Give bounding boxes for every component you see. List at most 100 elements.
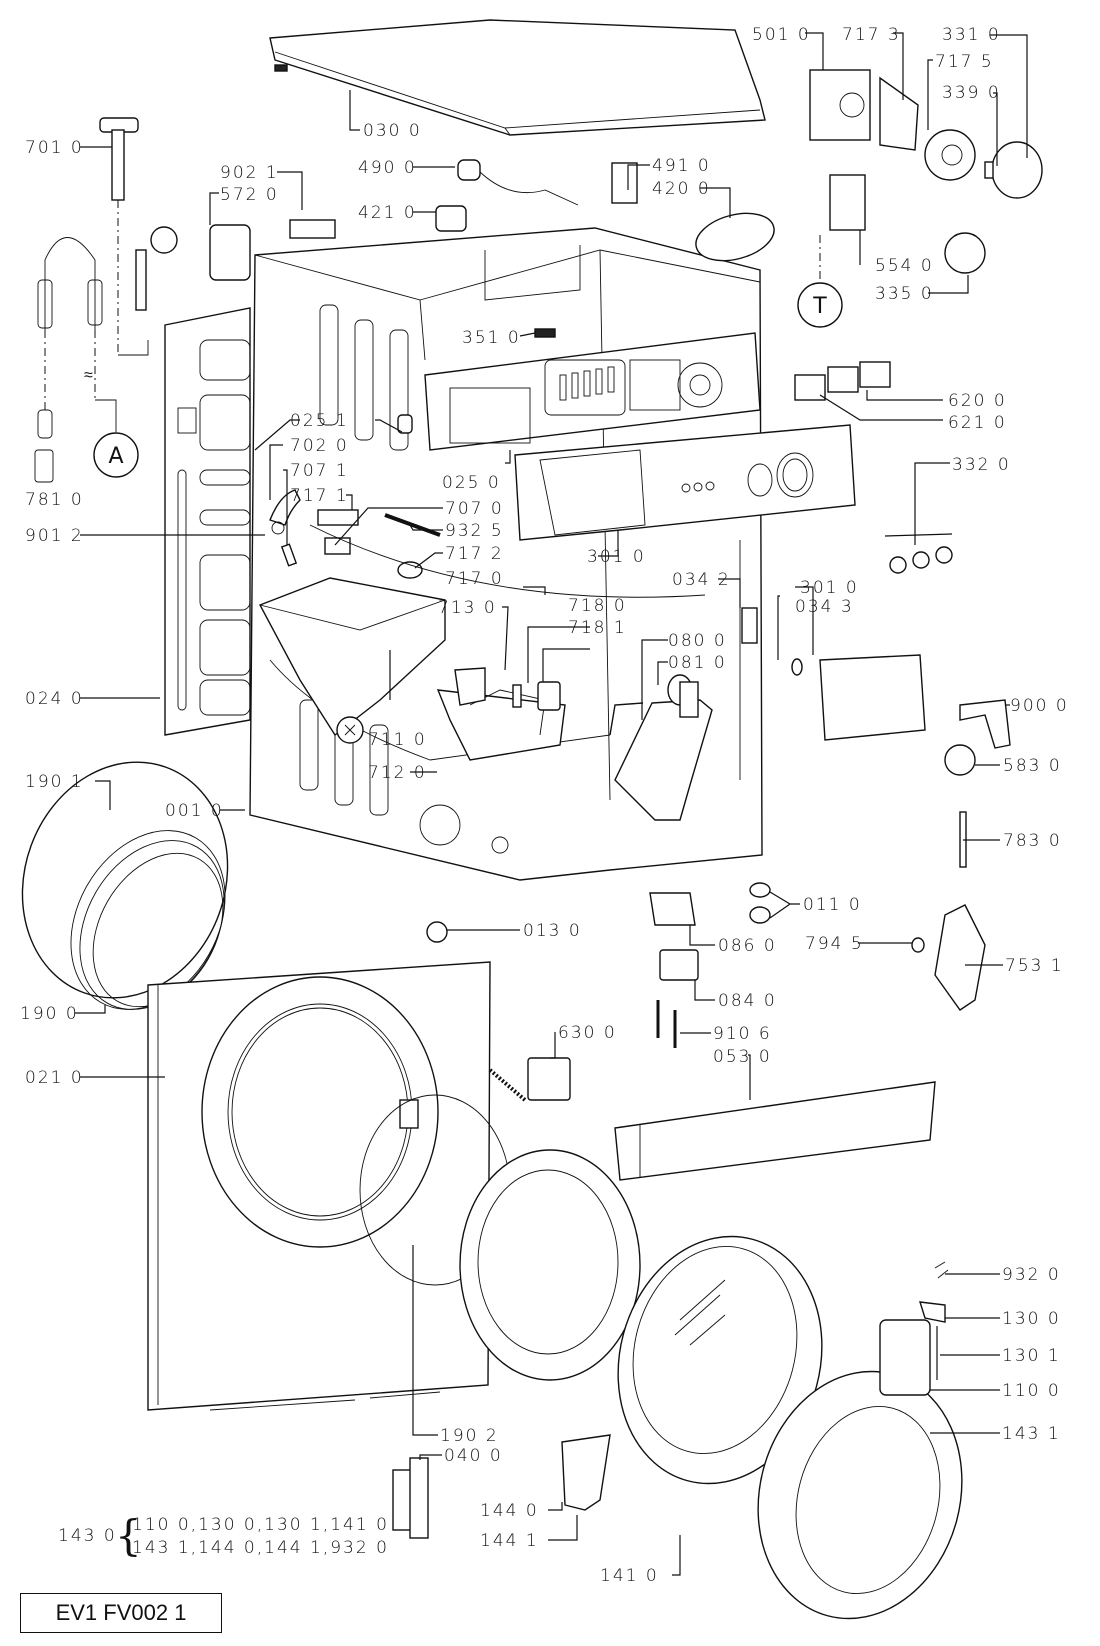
door-glass-part — [617, 1235, 823, 1485]
dispenser-housing-part — [259, 577, 446, 744]
callout-025-0: 025 0 — [442, 473, 501, 493]
callout-141-0: 141 0 — [600, 1566, 659, 1586]
drawing-code-box: EV1 FV002 1 — [20, 1593, 222, 1633]
lamp-034-3-part — [791, 658, 803, 676]
part-034-2 — [741, 607, 758, 644]
callout-086-0: 086 0 — [718, 936, 777, 956]
callout-701-0: 701 0 — [25, 138, 84, 158]
pipe-707-1-part — [280, 543, 298, 567]
detail-marker-a-letter: A — [108, 444, 123, 469]
wire-717-0 — [309, 524, 706, 598]
bracket-084-part — [659, 949, 699, 981]
callout-011-0: 011 0 — [803, 895, 862, 915]
detail-marker-a: A — [93, 432, 139, 478]
callout-718-0: 718 0 — [568, 596, 627, 616]
valve-pin-part — [512, 684, 522, 708]
callout-144-1: 144 1 — [480, 1531, 539, 1551]
callout-707-1: 707 1 — [290, 461, 349, 481]
callout-783-0: 783 0 — [1003, 831, 1062, 851]
siphon-cap-part — [454, 667, 486, 706]
callout-335-0: 335 0 — [875, 284, 934, 304]
callout-718-1: 718 1 — [568, 618, 627, 638]
control-panel-bracket-part — [424, 332, 761, 451]
control-fascia-part — [514, 424, 856, 541]
callout-040-0: 040 0 — [444, 1446, 503, 1466]
callout-331-0: 331 0 — [942, 25, 1001, 45]
kit-label: 143 0 — [58, 1526, 117, 1546]
capacitor-part — [695, 212, 775, 262]
inlet-hose-part — [99, 117, 149, 356]
callout-717-1: 717 1 — [290, 486, 349, 506]
callout-190-0: 190 0 — [20, 1004, 79, 1024]
leader-lines — [75, 32, 1028, 1576]
callout-717-5: 717 5 — [935, 52, 994, 72]
callout-621-0: 621 0 — [948, 413, 1007, 433]
programmer-timer-part — [809, 69, 871, 141]
top-lid-part — [269, 19, 766, 136]
callout-001-0: 001 0 — [165, 801, 224, 821]
callout-034-3: 034 3 — [795, 597, 854, 617]
front-panel-part — [147, 961, 491, 1411]
callout-490-0: 490 0 — [358, 158, 417, 178]
callout-084-0: 084 0 — [718, 991, 777, 1011]
callout-620-0: 620 0 — [948, 391, 1007, 411]
kit-brace-icon: { — [115, 1511, 142, 1560]
callout-301-0-fascia: 301 0 — [587, 547, 646, 567]
pressure-bracket-part — [959, 699, 1011, 749]
part-717-2 — [397, 561, 423, 579]
callout-717-0: 717 0 — [445, 569, 504, 589]
svg-text:≈: ≈ — [84, 367, 93, 384]
callout-932-5: 932 5 — [445, 521, 504, 541]
callout-717-2: 717 2 — [445, 544, 504, 564]
callout-583-0: 583 0 — [1003, 756, 1062, 776]
drain-pump-part — [934, 904, 986, 1011]
callout-130-0: 130 0 — [1002, 1309, 1061, 1329]
filter-cap-part — [667, 674, 699, 718]
callout-702-0: 702 0 — [290, 436, 349, 456]
callout-794-5: 794 5 — [805, 934, 864, 954]
callout-421-0: 421 0 — [358, 203, 417, 223]
seal-clamp-part — [609, 699, 713, 821]
callout-572-0: 572 0 — [220, 185, 279, 205]
callout-712-0: 712 0 — [368, 763, 427, 783]
drain-hose-part: ≈ — [34, 237, 117, 483]
callout-labels: 030 0 701 0 902 1 572 0 490 0 421 0 491 … — [20, 25, 1067, 1586]
pressure-switch-part — [944, 744, 976, 776]
timer-bracket-part — [879, 76, 919, 151]
callout-110-0: 110 0 — [1002, 1381, 1061, 1401]
interference-filter-part — [611, 162, 638, 204]
rear-panel-part — [164, 307, 251, 736]
callout-351-0: 351 0 — [462, 328, 521, 348]
callout-491-0: 491 0 — [652, 156, 711, 176]
callout-013-0: 013 0 — [523, 921, 582, 941]
thermostat-554-part — [829, 174, 866, 231]
callout-190-2: 190 2 — [440, 1426, 499, 1446]
door-gasket-part — [21, 761, 229, 1010]
door-hinge-part — [392, 1457, 429, 1539]
callout-910-6: 910 6 — [713, 1024, 772, 1044]
program-disc-part — [924, 129, 976, 181]
kit-note: 143 0 { 110 0,130 0,130 1,141 0 143 1,14… — [58, 1511, 389, 1560]
callout-339-0: 339 0 — [942, 83, 1001, 103]
screws-part — [656, 1000, 677, 1048]
part-421 — [435, 205, 467, 232]
callout-717-3: 717 3 — [842, 25, 901, 45]
bracket-086-part — [649, 892, 696, 926]
inlet-valve-part — [209, 224, 251, 281]
door-inner-frame-part — [459, 1149, 641, 1381]
kit-line-1: 110 0,130 0,130 1,141 0 — [132, 1515, 389, 1535]
foot-011-part — [749, 882, 771, 924]
knob-331-part — [991, 141, 1043, 199]
callout-707-0: 707 0 — [445, 499, 504, 519]
callout-932-0: 932 0 — [1002, 1265, 1061, 1285]
callout-781-0: 781 0 — [25, 490, 84, 510]
callout-420-0: 420 0 — [652, 179, 711, 199]
callout-332-0: 332 0 — [952, 455, 1011, 475]
callout-130-1: 130 1 — [1002, 1346, 1061, 1366]
callout-713-0: 713 0 — [438, 598, 497, 618]
power-plug-part — [457, 159, 579, 206]
callout-025-1: 025 1 — [290, 411, 349, 431]
callout-024-0: 024 0 — [25, 689, 84, 709]
part-717-1 — [317, 509, 359, 526]
